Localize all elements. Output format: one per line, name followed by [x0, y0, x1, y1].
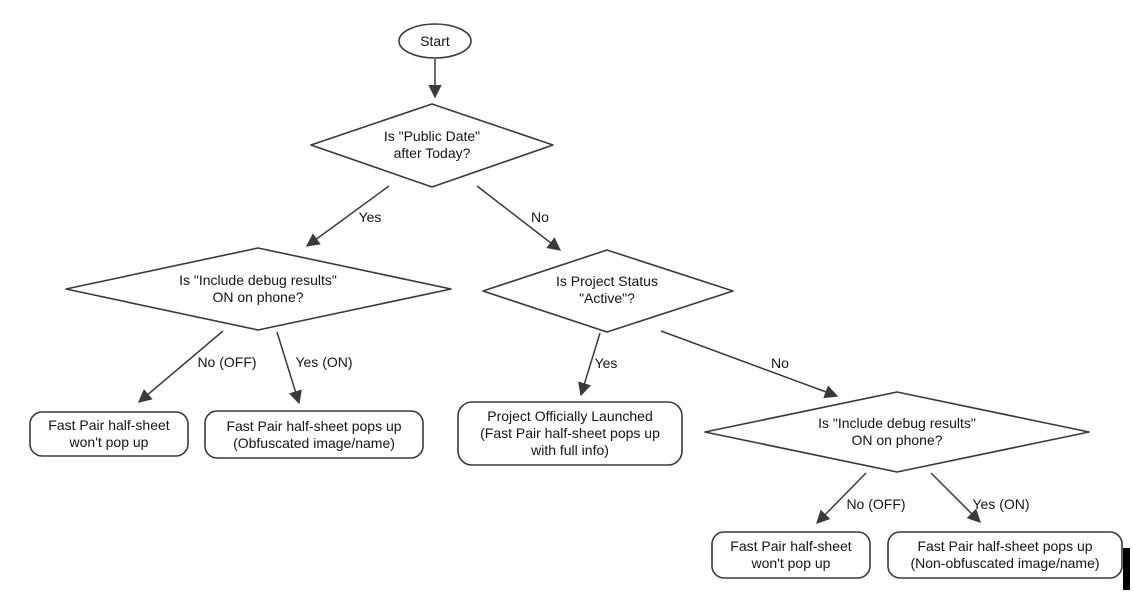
decision-public-date-shape — [310, 103, 554, 188]
decision-project-status-shape — [482, 249, 734, 333]
outcome-no-popup-right-shape — [711, 531, 871, 579]
connector-debug-left-no-off — [137, 330, 224, 403]
connector-debug-right-no-off — [816, 472, 867, 524]
connector-debug-right-yes-on — [930, 472, 981, 523]
connector-public-date-no — [476, 185, 562, 251]
outcome-obfuscated-shape — [204, 410, 424, 459]
decision-debug-left-shape — [65, 247, 452, 331]
connector-public-date-yes — [305, 185, 390, 247]
connector-debug-left-yes-on — [276, 331, 302, 405]
connector-project-status-no — [660, 330, 839, 399]
text-cursor-artifact — [1123, 548, 1130, 590]
outcome-non-obfuscated-shape — [887, 531, 1123, 579]
decision-debug-right-shape — [704, 391, 1090, 473]
outcome-launched-shape — [457, 401, 683, 466]
outcome-no-popup-left-shape — [29, 411, 189, 457]
start-node-shape — [398, 23, 472, 59]
connector-project-status-yes — [578, 332, 601, 397]
